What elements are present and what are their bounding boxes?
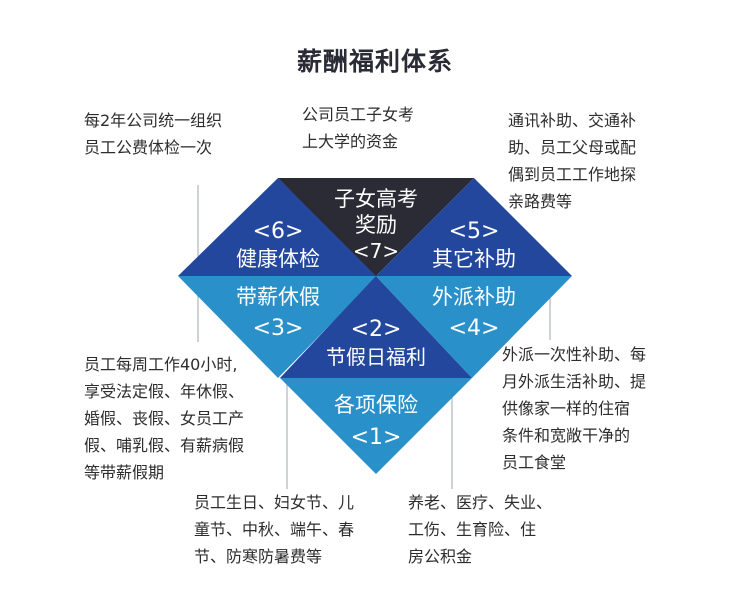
description-health-check: 每2年公司统一组织 员工公费体检一次 <box>84 111 223 157</box>
segment-3-shape <box>178 276 378 378</box>
segment-7-line2: 奖励 <box>355 213 397 237</box>
segment-1-line1: 各项保险 <box>334 393 418 417</box>
segment-4-line2: <4> <box>449 316 500 341</box>
segment-3-line1: 带薪休假 <box>236 285 320 309</box>
segment-6-line1: <6> <box>253 219 304 244</box>
segment-7-line3: <7> <box>353 239 399 263</box>
description-exam-award: 公司员工子女考 上大学的资金 <box>302 105 415 151</box>
description-other-subsidy: 通讯补助、交通补 助、员工父母或配 偶到员工工作地探 亲路费等 <box>508 111 637 211</box>
segment-1-line2: <1> <box>351 425 402 450</box>
segment-7-line1: 子女高考 <box>334 187 418 211</box>
segment-4-line1: 外派补助 <box>432 285 516 309</box>
segment-2-line1: <2> <box>351 317 402 342</box>
segment-2-line2: 节假日福利 <box>326 345 426 369</box>
diagram-title: 薪酬福利体系 <box>296 47 453 76</box>
segment-7-shape <box>278 178 474 276</box>
description-paid-leave: 员工每周工作40小时, 享受法定假、年休假、 婚假、丧假、女员工产 假、哺乳假、… <box>84 355 245 482</box>
segment-1-shape <box>280 378 472 474</box>
segment-4-shape <box>376 276 572 378</box>
segment-6-shape <box>178 178 378 276</box>
segment-2-shape <box>280 276 472 378</box>
description-expat-subsidy: 外派一次性补助、每 月外派生活补助、提 供像家一样的住宿 条件和宽敞干净的 员工… <box>502 345 647 472</box>
segment-6-line2: 健康体检 <box>236 247 320 271</box>
segment-5-shape <box>376 178 572 276</box>
description-holiday-benefits: 员工生日、妇女节、儿 童节、中秋、端午、春 节、防寒防暑费等 <box>194 493 355 566</box>
segment-3-line2: <3> <box>253 316 304 341</box>
description-insurance: 养老、医疗、失业、 工伤、生育险、住 房公积金 <box>408 493 553 566</box>
segment-5-line1: <5> <box>449 219 500 244</box>
segment-5-line2: 其它补助 <box>432 247 516 271</box>
